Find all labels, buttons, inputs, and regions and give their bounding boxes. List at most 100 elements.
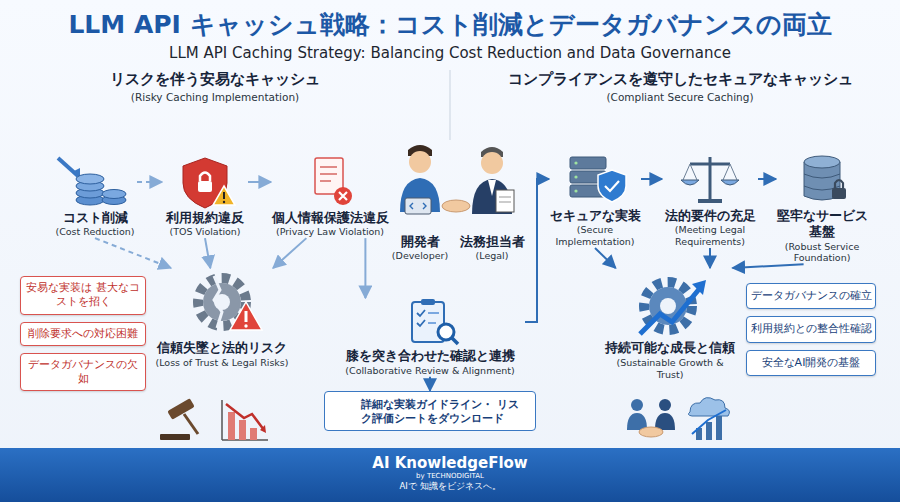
node-label: コスト削減 [53, 210, 137, 226]
developer-figure [409, 151, 431, 173]
node-sublabel: (Secure Implementation) [549, 224, 641, 248]
connector-arrow [205, 238, 210, 268]
broken-gear-icon [198, 276, 262, 330]
server-shield-icon [574, 189, 577, 192]
people-handshake-icon [627, 399, 675, 437]
document-x-icon [320, 173, 337, 175]
growth-gear-icon [640, 280, 706, 334]
decline-chart-icon [228, 412, 235, 440]
clipboard-magnifier-icon [438, 324, 454, 340]
people-handshake-icon [659, 399, 671, 411]
node-sublabel: (TOS Violation) [162, 226, 248, 238]
legal-figure [499, 197, 511, 198]
download-button: 詳細な実装ガイドライン・ リスク評価シートをダウンロード [324, 391, 536, 431]
node-label: データガバナンスの欠如 [26, 358, 140, 387]
subtitle: LLM API Caching Strategy: Balancing Cost… [0, 44, 900, 62]
scales-icon [690, 163, 730, 166]
node-label: セキュアな実装 [549, 208, 641, 224]
coins-icon [58, 158, 126, 205]
coins-icon [102, 190, 126, 199]
connector-arrow [248, 181, 271, 183]
gavel-icon [160, 398, 198, 440]
legal-figure [481, 152, 503, 174]
growth-gear-icon [660, 298, 676, 314]
decline-chart-icon [222, 400, 268, 440]
gavel-icon [167, 398, 195, 420]
shield-warning-icon [183, 158, 235, 208]
person-figure: 法務担当者(Legal) [457, 142, 527, 262]
server-shield-icon [574, 161, 577, 164]
cloud-chart-icon [688, 398, 729, 440]
database-lock-icon [804, 156, 846, 200]
section-heading: コンプライアンスを遵守したセキュアなキャッシュ [480, 70, 880, 89]
server-shield-icon [570, 157, 606, 169]
connector-arrow [595, 248, 616, 268]
shield-warning-icon [223, 201, 225, 203]
node-sublabel: (Meeting Legal Requirements) [662, 224, 758, 248]
node-label: AI KnowledgeFlow [0, 454, 900, 472]
broken-gear-icon [245, 311, 248, 322]
server-shield-icon [605, 181, 619, 191]
cloud-chart-icon [688, 398, 729, 416]
benefit-box: 安全なAI開発の基盤 [746, 350, 876, 376]
node-label: 法務担当者 [457, 234, 527, 250]
connector-arrow [429, 377, 431, 391]
warning-box: データガバナンスの欠如 [20, 353, 146, 392]
server-shield-icon [598, 170, 626, 202]
people-handshake-icon [631, 399, 643, 411]
shield-warning-icon [223, 192, 225, 199]
connector-arrow [525, 179, 549, 322]
section-heading: リスクを伴う安易なキャッシュ [85, 70, 345, 89]
connector-arrow [709, 248, 711, 268]
developer-figure [405, 198, 431, 214]
handshake [442, 200, 470, 212]
connector-arrow [95, 238, 171, 268]
gavel-icon [184, 414, 198, 434]
document-x-icon [320, 166, 337, 168]
decline-chart-icon [221, 400, 223, 440]
clipboard-magnifier-icon [452, 338, 458, 344]
cloud-chart-icon [706, 422, 712, 440]
shield-warning-icon [198, 181, 212, 192]
secure-step: セキュアな実装(Secure Implementation) [549, 150, 641, 248]
growth-gear-icon [692, 280, 706, 295]
document-x-icon [320, 180, 331, 182]
legal-figure [496, 190, 514, 212]
secure-step: 堅牢なサービス基盤(Robust Service Foundation) [776, 150, 868, 264]
clipboard-magnifier-icon [428, 312, 439, 314]
broken-gear-icon [230, 302, 262, 330]
risk-outcome: 信頼失墜と法的リスク(Loss of Trust & Legal Risks) [149, 268, 295, 369]
node-sublabel: (Collaborative Review & Alignment) [335, 365, 525, 377]
node-sublabel: (Robust Service Foundation) [776, 241, 868, 265]
node-sublabel: (Developer) [391, 250, 449, 262]
scales-icon [681, 157, 739, 203]
node-label: 詳細な実装ガイドライン・ リスク評価シートをダウンロード [361, 397, 529, 425]
broken-gear-icon [244, 324, 247, 327]
handshake [442, 200, 470, 212]
growth-outcome: 持続可能な成長と信頼(Sustainable Growth & Trust) [602, 268, 738, 381]
node-sublabel: (Cost Reduction) [53, 226, 137, 238]
scales-icon [681, 180, 699, 185]
shield-warning-icon [213, 186, 235, 205]
node-label: 堅牢なサービス基盤 [776, 208, 868, 241]
node-sublabel: (Legal) [457, 250, 527, 262]
decline-chart-icon [260, 425, 266, 433]
node-label: 利用規約との整合性確認 [750, 322, 872, 336]
node-label: 削除要求への対応困難 [26, 327, 140, 341]
developer-figure [410, 203, 426, 209]
node-sublabel: (Sustainable Growth & Trust) [602, 357, 738, 381]
section-subheading: (Risky Caching Implementation) [85, 91, 345, 103]
legal-figure [488, 180, 496, 196]
node-sublabel: by TECHNODIGITAL [0, 472, 900, 481]
node-label: 利用規約違反 [162, 210, 248, 226]
decline-chart-icon [239, 420, 246, 440]
title: LLM API キャッシュ戦略：コスト削減とデータガバナンスの両立 [0, 8, 900, 41]
connector-arrow [641, 178, 662, 180]
node-label: 持続可能な成長と信頼 [602, 340, 738, 357]
legal-figure [472, 147, 514, 214]
connector-arrow [758, 178, 776, 180]
warning-box: 削除要求への対応困難 [20, 322, 146, 346]
node-label: 膝を突き合わせた確認と連携 [335, 348, 525, 365]
connector-arrow [364, 238, 366, 298]
